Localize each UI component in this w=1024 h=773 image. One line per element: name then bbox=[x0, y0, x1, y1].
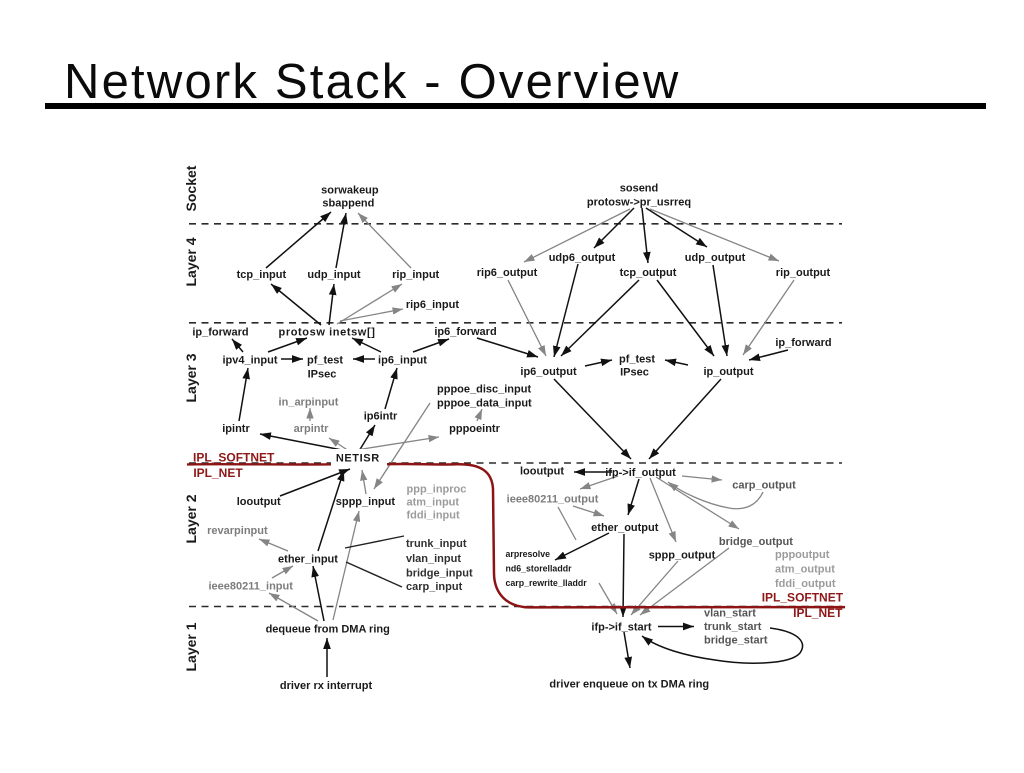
svg-text:arpresolve: arpresolve bbox=[506, 549, 551, 559]
svg-text:looutput: looutput bbox=[520, 465, 564, 477]
svg-text:IPL_NET: IPL_NET bbox=[193, 466, 243, 480]
svg-text:ieee80211_input: ieee80211_input bbox=[209, 581, 294, 593]
svg-text:sosend: sosend bbox=[620, 182, 659, 194]
svg-text:ppp_inproc: ppp_inproc bbox=[407, 483, 467, 495]
svg-text:ipintr: ipintr bbox=[222, 423, 250, 435]
svg-text:ether_output: ether_output bbox=[591, 522, 659, 534]
svg-text:arpintr: arpintr bbox=[294, 423, 330, 435]
svg-text:IPsec: IPsec bbox=[308, 368, 337, 380]
svg-text:revarpinput: revarpinput bbox=[207, 525, 268, 537]
svg-text:ip6_output: ip6_output bbox=[520, 366, 577, 378]
svg-text:sppp_input: sppp_input bbox=[336, 496, 396, 508]
svg-text:atm_input: atm_input bbox=[407, 496, 460, 508]
svg-text:driver enqueue on tx DMA ring: driver enqueue on tx DMA ring bbox=[549, 679, 709, 691]
svg-text:udp_output: udp_output bbox=[685, 252, 746, 264]
svg-text:IPL_SOFTNET: IPL_SOFTNET bbox=[193, 450, 275, 464]
svg-text:pppoutput: pppoutput bbox=[775, 549, 830, 561]
svg-text:bridge_start: bridge_start bbox=[704, 635, 768, 647]
svg-text:sbappend: sbappend bbox=[322, 197, 374, 209]
svg-text:ip_forward: ip_forward bbox=[775, 337, 831, 349]
svg-text:pf_test: pf_test bbox=[307, 354, 343, 366]
svg-text:rip_output: rip_output bbox=[776, 267, 831, 279]
svg-text:IPsec: IPsec bbox=[620, 366, 649, 378]
svg-text:fddi_output: fddi_output bbox=[775, 578, 836, 590]
svg-text:bridge_input: bridge_input bbox=[406, 567, 473, 579]
svg-text:pf_test: pf_test bbox=[619, 353, 655, 365]
svg-text:ip6_input: ip6_input bbox=[378, 354, 427, 366]
svg-text:dequeue from DMA ring: dequeue from DMA ring bbox=[266, 623, 390, 635]
svg-text:protosw inetsw[]: protosw inetsw[] bbox=[279, 326, 376, 338]
svg-text:trunk_input: trunk_input bbox=[406, 538, 467, 550]
svg-text:IPL_NET: IPL_NET bbox=[793, 606, 843, 620]
svg-text:ether_input: ether_input bbox=[278, 553, 338, 565]
svg-text:sppp_output: sppp_output bbox=[649, 549, 716, 561]
svg-text:ip_output: ip_output bbox=[703, 366, 753, 378]
svg-text:ip6intr: ip6intr bbox=[364, 410, 398, 422]
svg-text:vlan_start: vlan_start bbox=[704, 608, 756, 620]
svg-text:bridge_output: bridge_output bbox=[719, 536, 793, 548]
svg-text:pppoe_disc_input: pppoe_disc_input bbox=[437, 383, 531, 395]
svg-text:tcp_input: tcp_input bbox=[237, 269, 287, 281]
svg-text:ip6_forward: ip6_forward bbox=[434, 326, 496, 338]
svg-text:driver rx interrupt: driver rx interrupt bbox=[280, 680, 373, 692]
svg-text:pppoe_data_input: pppoe_data_input bbox=[437, 397, 532, 409]
svg-text:IPL_SOFTNET: IPL_SOFTNET bbox=[762, 591, 844, 605]
svg-text:protosw->pr_usrreq: protosw->pr_usrreq bbox=[587, 196, 691, 208]
svg-text:in_arpinput: in_arpinput bbox=[279, 396, 339, 408]
svg-text:vlan_input: vlan_input bbox=[406, 553, 461, 565]
svg-text:pppoeintr: pppoeintr bbox=[449, 423, 500, 435]
svg-text:ifp->if_start: ifp->if_start bbox=[591, 621, 652, 633]
svg-text:Layer 4: Layer 4 bbox=[183, 237, 199, 286]
svg-text:atm_output: atm_output bbox=[775, 563, 835, 575]
svg-text:Socket: Socket bbox=[183, 165, 199, 211]
svg-text:tcp_output: tcp_output bbox=[620, 267, 677, 279]
svg-text:ifp->if_output: ifp->if_output bbox=[605, 467, 676, 479]
svg-text:sorwakeup: sorwakeup bbox=[321, 184, 379, 196]
svg-text:fddi_input: fddi_input bbox=[407, 509, 460, 521]
svg-text:rip6_output: rip6_output bbox=[477, 267, 538, 279]
svg-text:looutput: looutput bbox=[237, 496, 281, 508]
svg-text:udp_input: udp_input bbox=[307, 269, 360, 281]
svg-text:carp_rewrite_lladdr: carp_rewrite_lladdr bbox=[506, 578, 588, 588]
svg-text:Layer 1: Layer 1 bbox=[183, 622, 199, 671]
svg-text:ip_forward: ip_forward bbox=[192, 326, 248, 338]
svg-text:ieee80211_output: ieee80211_output bbox=[507, 493, 599, 505]
svg-text:nd6_storelladdr: nd6_storelladdr bbox=[506, 564, 573, 574]
svg-text:Layer 2: Layer 2 bbox=[183, 494, 199, 543]
svg-text:carp_input: carp_input bbox=[406, 581, 463, 593]
svg-text:rip_input: rip_input bbox=[392, 269, 439, 281]
svg-text:Layer 3: Layer 3 bbox=[183, 353, 199, 402]
svg-text:carp_output: carp_output bbox=[732, 479, 796, 491]
svg-text:udp6_output: udp6_output bbox=[549, 252, 616, 264]
svg-text:ipv4_input: ipv4_input bbox=[222, 354, 277, 366]
svg-text:trunk_start: trunk_start bbox=[704, 621, 762, 633]
svg-text:rip6_input: rip6_input bbox=[406, 299, 460, 311]
svg-text:NETISR: NETISR bbox=[336, 452, 380, 464]
